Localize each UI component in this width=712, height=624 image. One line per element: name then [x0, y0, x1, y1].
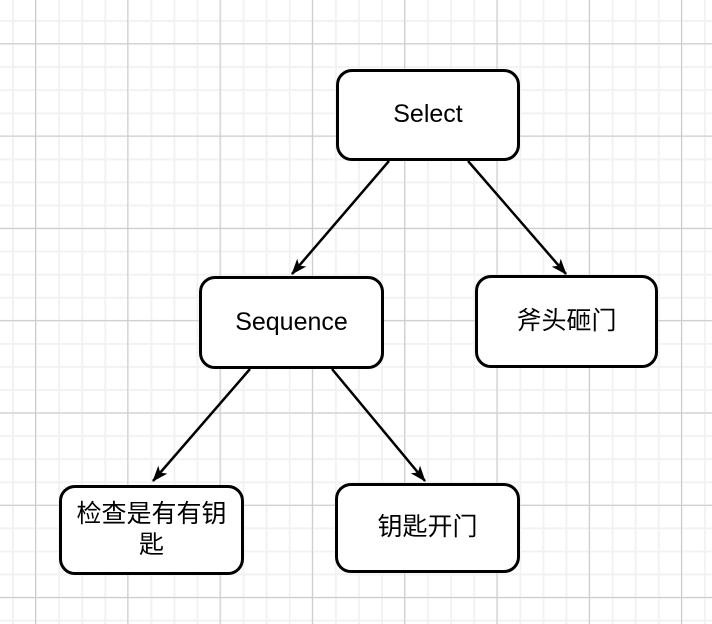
- edge-sequence-to-key-open-door[interactable]: [331, 368, 426, 482]
- node-label: Sequence: [235, 307, 348, 336]
- node-key-open-door[interactable]: 钥匙开门: [335, 483, 520, 573]
- edge-select-to-axe-smash-door[interactable]: [467, 160, 567, 275]
- edge-sequence-to-check-has-key[interactable]: [152, 368, 251, 482]
- node-label: 检查是有有钥匙: [76, 499, 227, 559]
- node-sequence[interactable]: Sequence: [199, 276, 384, 369]
- node-axe-smash-door[interactable]: 斧头砸门: [475, 275, 658, 368]
- node-label: 钥匙开门: [377, 513, 478, 542]
- edge-select-to-sequence[interactable]: [291, 160, 390, 275]
- node-label: Select: [393, 100, 463, 129]
- node-label: 斧头砸门: [516, 306, 617, 335]
- node-select[interactable]: Select: [336, 69, 520, 161]
- node-check-has-key[interactable]: 检查是有有钥匙: [59, 485, 244, 575]
